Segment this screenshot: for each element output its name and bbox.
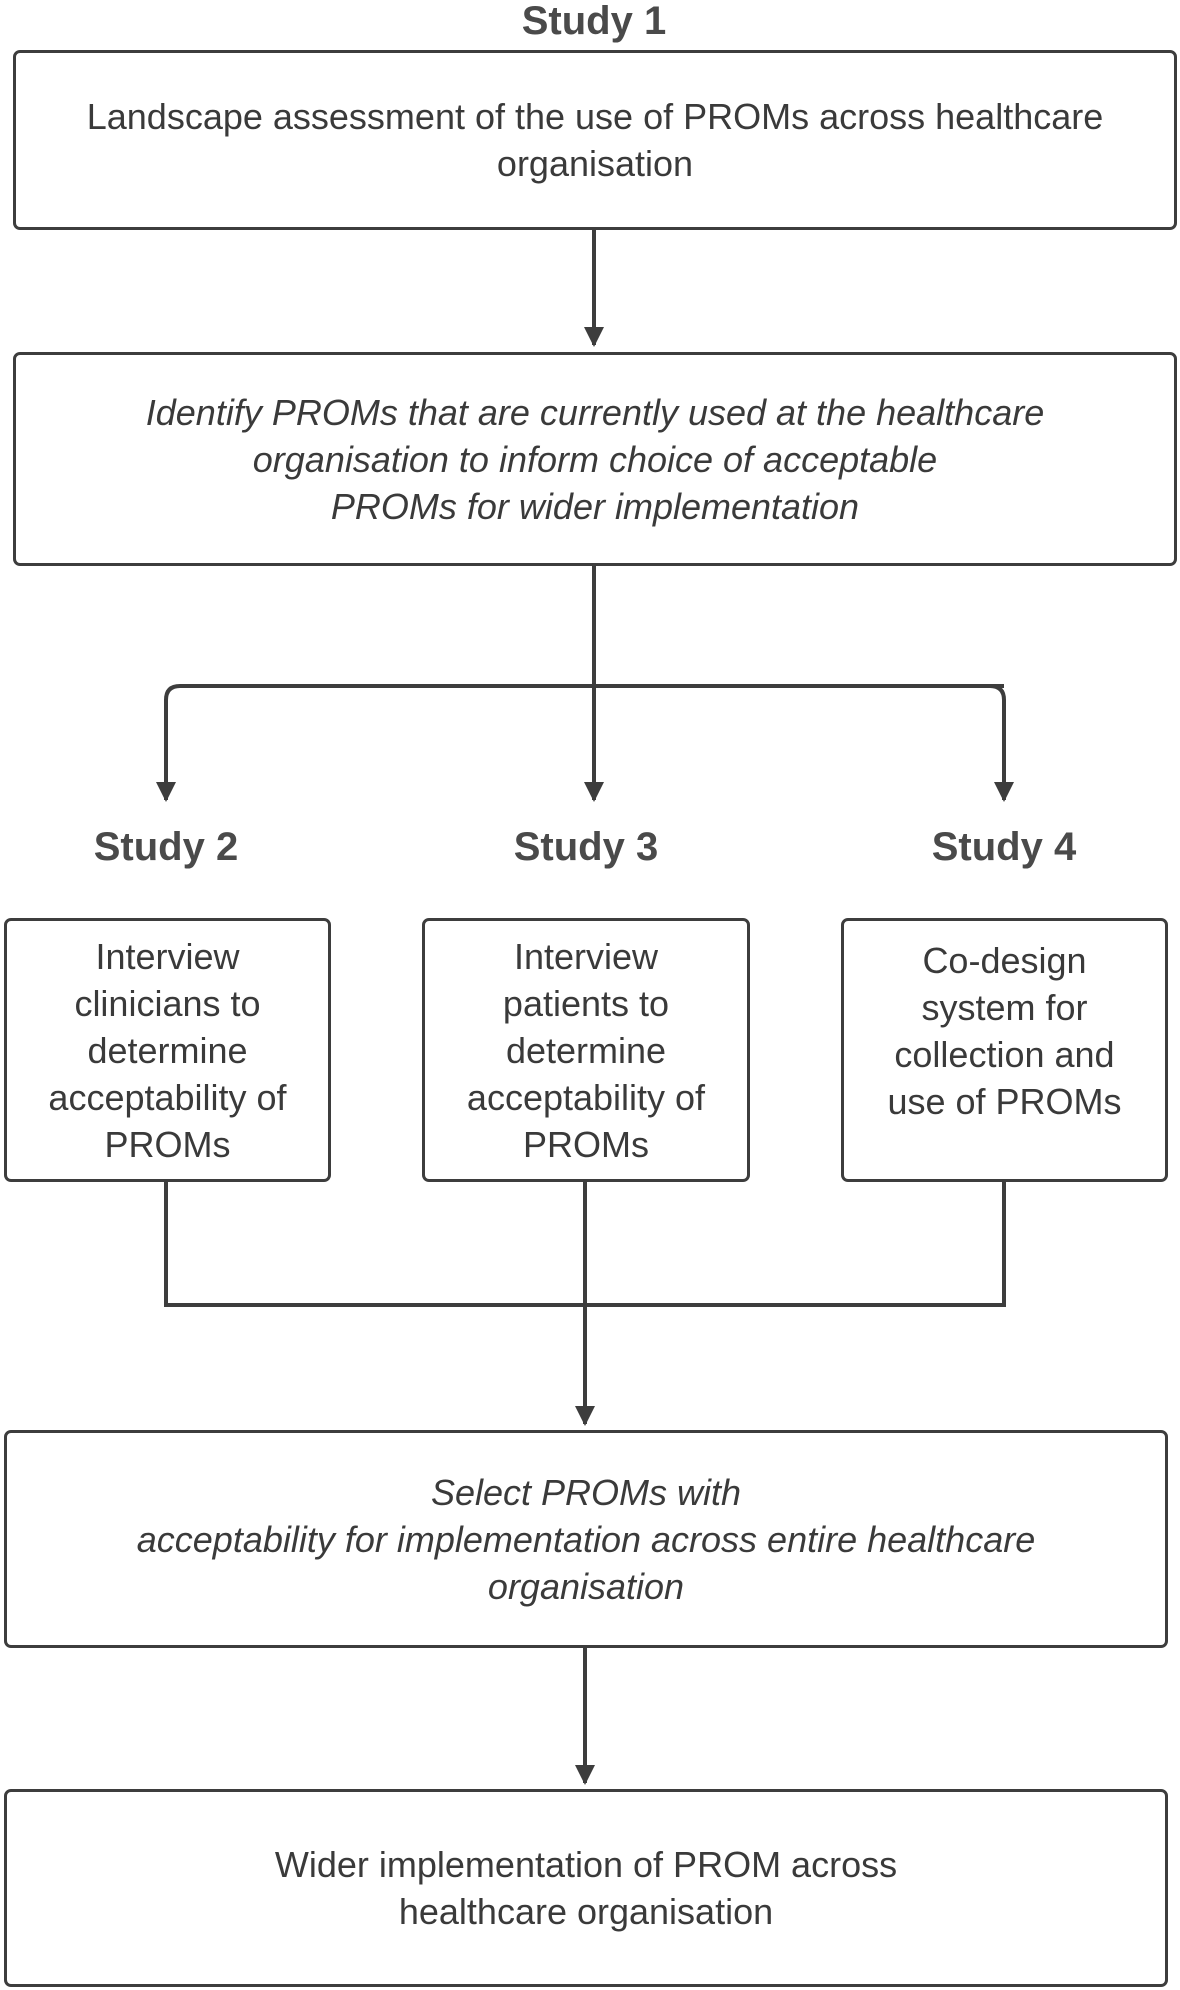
study2-label: Study 2 — [93, 825, 239, 869]
identify-proms-text: Identify PROMs that are currently used a… — [145, 391, 1045, 527]
study1-label: Study 1 — [521, 0, 667, 43]
identify-proms-box: Identify PROMs that are currently used a… — [13, 352, 1177, 566]
study4-label: Study 4 — [931, 825, 1077, 869]
study4-box: Co-design system for collection and use … — [841, 918, 1168, 1182]
study2-box: Interview clinicians to determine accept… — [4, 918, 331, 1182]
study2-box-text: Interview clinicians to determine accept… — [48, 935, 287, 1165]
arrow-to-study2 — [156, 684, 181, 802]
study3-label: Study 3 — [513, 825, 659, 869]
select-proms-box: Select PROMs with acceptability for impl… — [4, 1430, 1168, 1648]
study3-box: Interview patients to determine acceptab… — [422, 918, 750, 1182]
select-proms-text: Select PROMs with acceptability for impl… — [136, 1471, 1036, 1607]
wider-implementation-box: Wider implementation of PROM across heal… — [4, 1789, 1168, 1987]
study3-box-text: Interview patients to determine acceptab… — [466, 935, 706, 1165]
arrow-to-study4 — [989, 684, 1014, 802]
wider-implementation-text: Wider implementation of PROM across heal… — [274, 1844, 898, 1932]
study4-box-text: Co-design system for collection and use … — [887, 940, 1122, 1122]
study1-landscape-box: Landscape assessment of the use of PROMs… — [13, 50, 1177, 230]
study1-box-text: Landscape assessment of the use of PROMs… — [86, 96, 1104, 184]
